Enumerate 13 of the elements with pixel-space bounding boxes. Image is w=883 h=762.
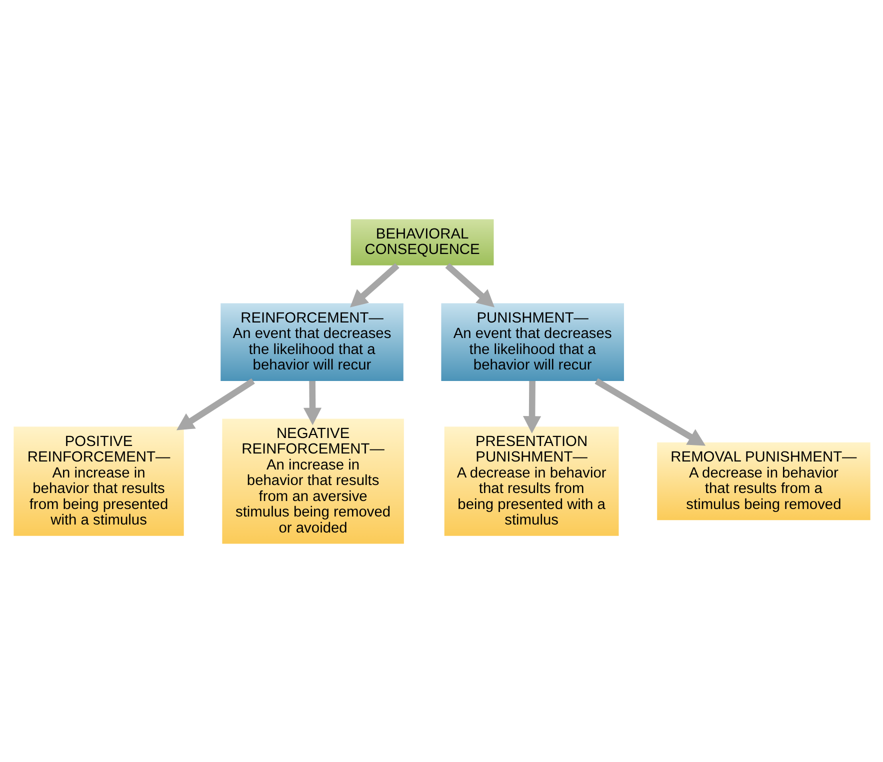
node-box: PUNISHMENT— An event that decreases the likelihood that a behavior will recur — [440, 302, 624, 380]
arrow — [302, 380, 322, 425]
node-box: NEGATIVE REINFORCEMENT— An increase in behavior that results from an aversive stimulus being removed or avoided — [222, 418, 404, 544]
arrow — [522, 380, 541, 433]
node-box: BEHAVIORAL CONSEQUENCE — [350, 218, 494, 265]
node-box: REINFORCEMENT— An event that decreases the likelihood that a behavior will recur — [220, 302, 403, 380]
node-box: PRESENTATION PUNISHMENT— A decrease in behavior that results from being presented with a stimulus — [444, 426, 618, 536]
node-box: REMOVAL PUNISHMENT— A decrease in behavior that results from a stimulus being removed — [656, 442, 870, 520]
arrow — [350, 262, 399, 307]
arrow — [444, 262, 494, 307]
arrow — [594, 378, 706, 446]
node-box: POSITIVE REINFORCEMENT— An increase in behavior that results from being presented with a stimulus — [13, 426, 184, 536]
arrow — [176, 378, 254, 430]
